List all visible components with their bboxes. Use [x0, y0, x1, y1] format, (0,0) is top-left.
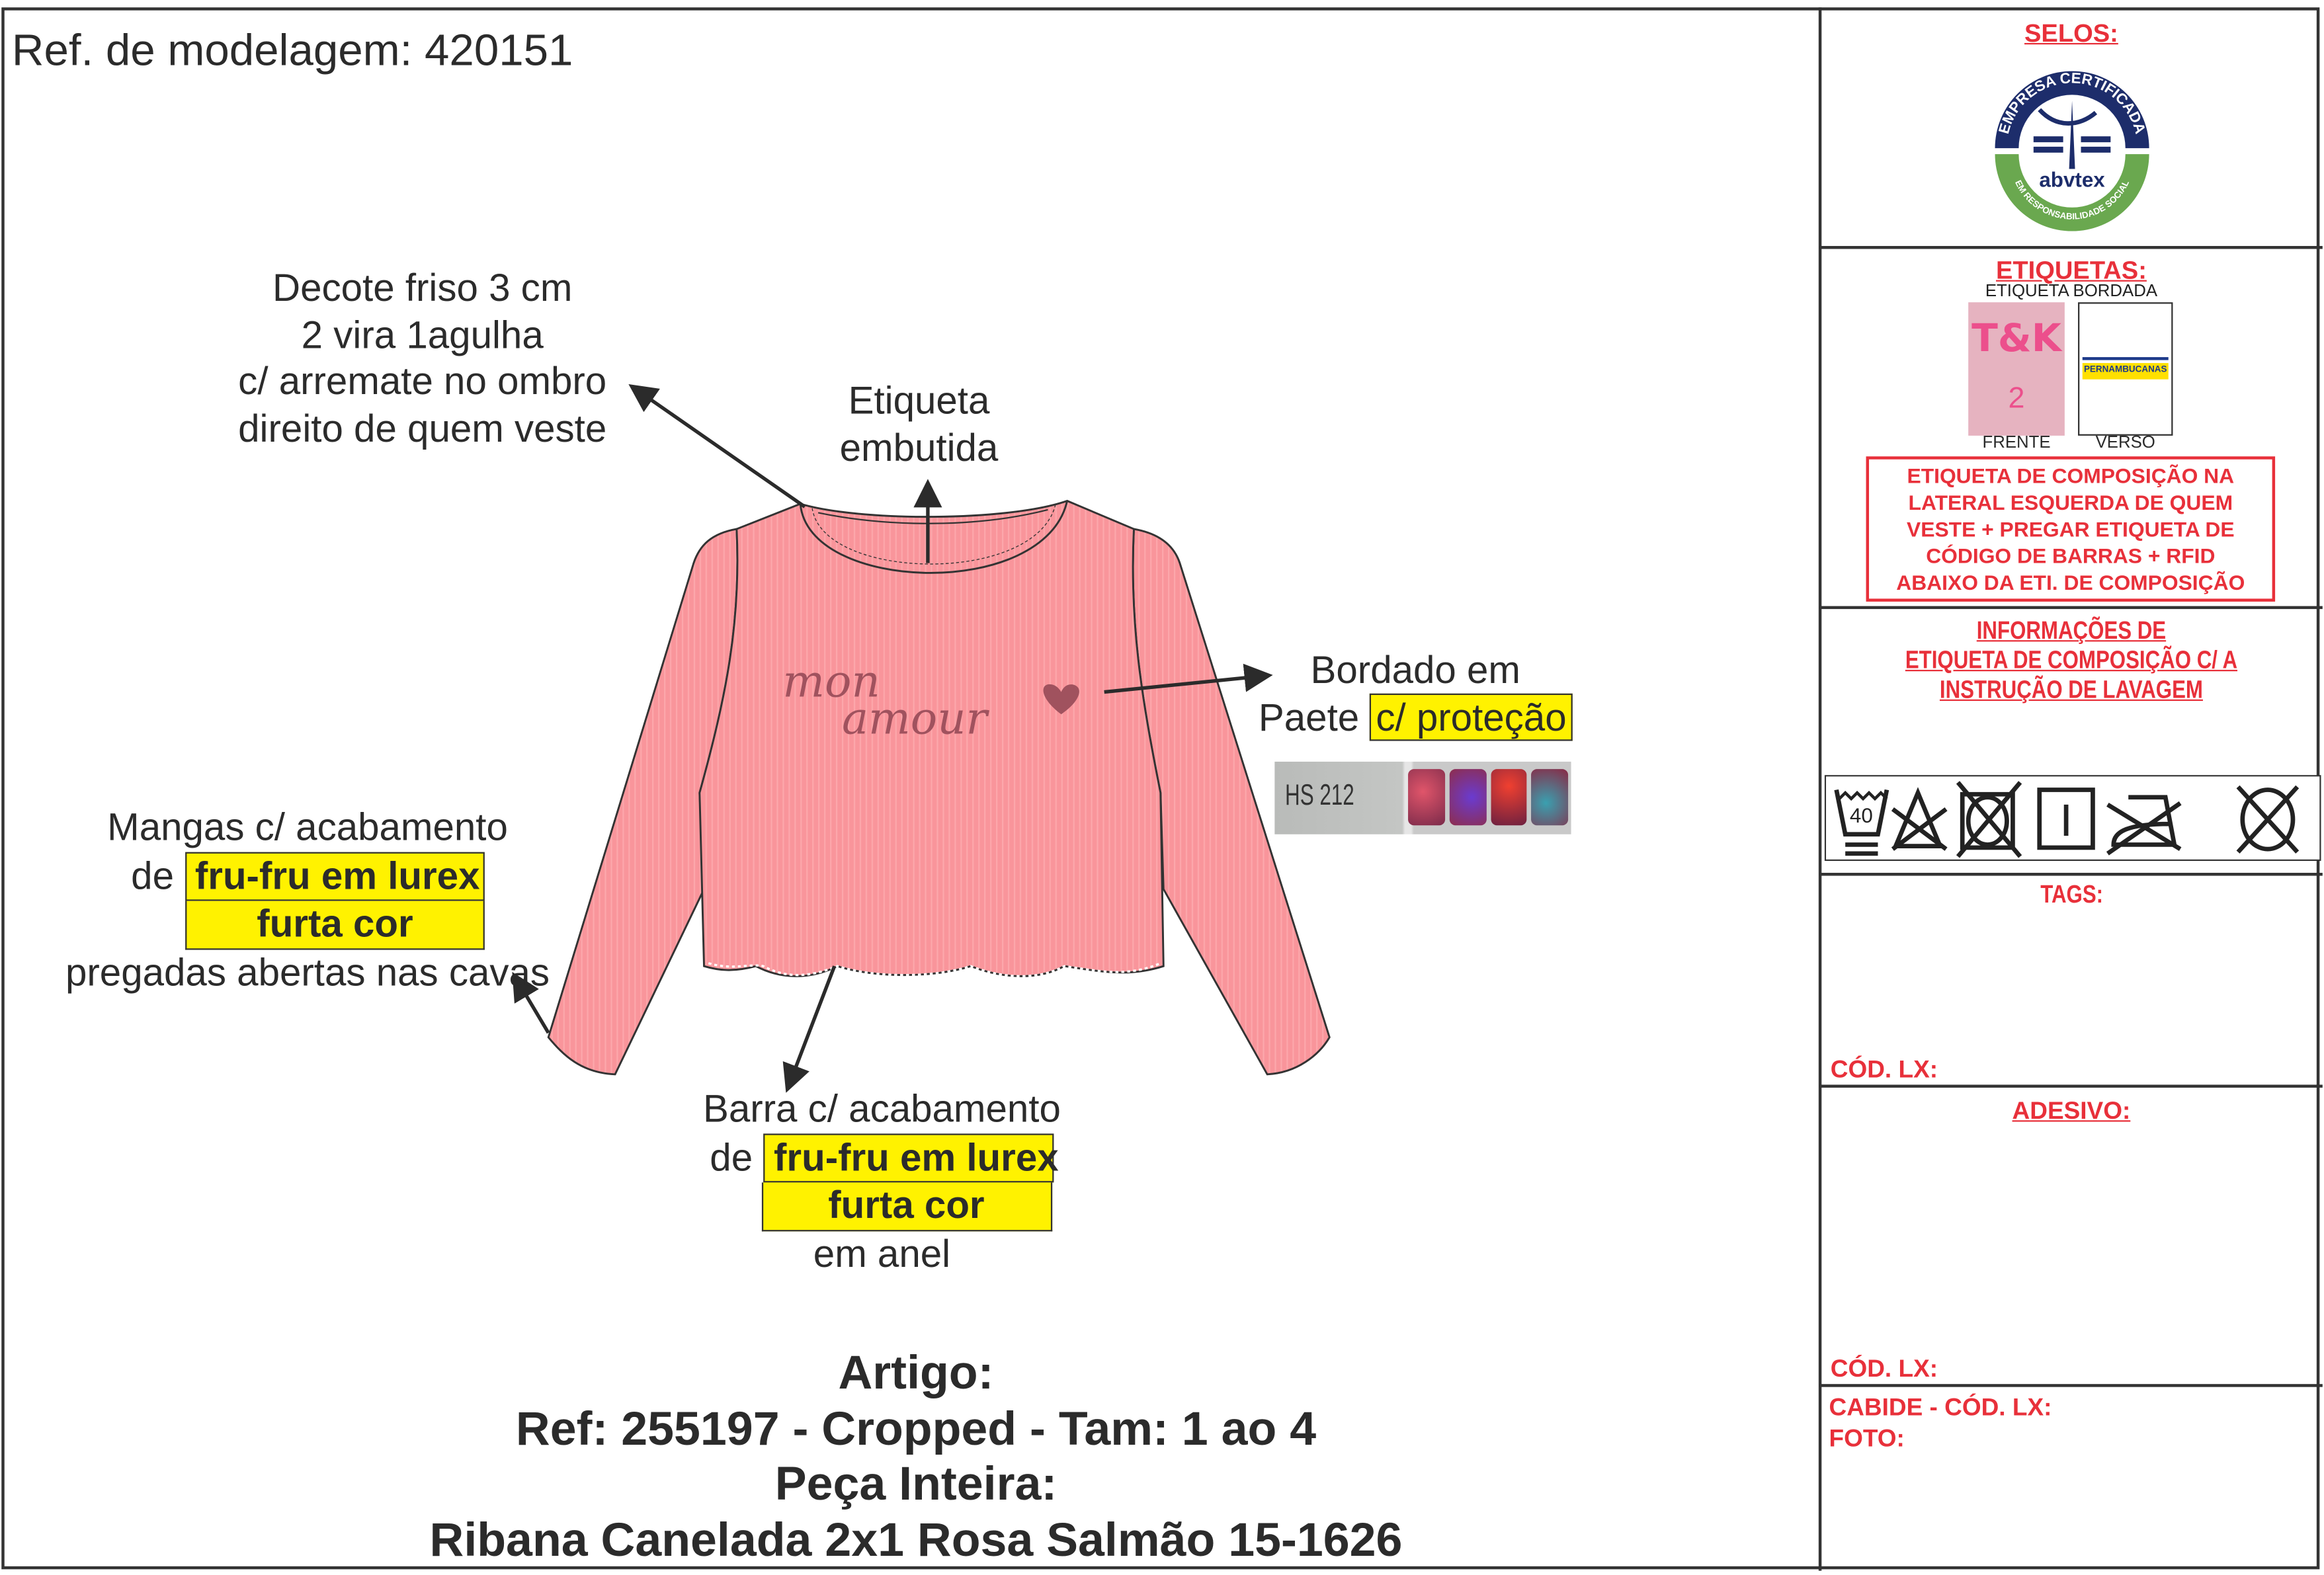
panel-divider-3 [1820, 873, 2323, 876]
garment-drawing: mon amour [512, 384, 1331, 1093]
sequin-sample-photo: HS 212 [1274, 761, 1571, 834]
adesivo-code: CÓD. LX: [1830, 1355, 1938, 1383]
selos-title: SELOS: [2024, 19, 2118, 48]
panel-divider-4 [1820, 1084, 2323, 1088]
embroidery-arrow [1104, 663, 1273, 694]
wash-40-gentle-icon: 40 [1834, 789, 1889, 856]
tags-code: CÓD. LX: [1830, 1056, 1938, 1084]
embroidered-print: mon amour [782, 655, 1079, 744]
sequin-swatches [1408, 769, 1569, 826]
neckline-arrow [628, 384, 806, 508]
hanger-section: CABIDE - CÓD. LX: FOTO: [1829, 1393, 2052, 1455]
panel-divider-5 [1820, 1384, 2323, 1387]
label-size: 2 [2008, 382, 2025, 415]
panel-divider-2 [1820, 606, 2323, 610]
tags-title: TAGS: [2040, 880, 2103, 909]
callout-arrows [512, 384, 1273, 1093]
back-caption: VERSO [2095, 434, 2155, 452]
care-symbols: 40 [1824, 775, 2321, 862]
hem-arrow [782, 965, 837, 1093]
article-fabric: Ribana Canelada 2x1 Rosa Salmão 15-1626 [429, 1513, 1403, 1566]
sleeve-arrow [512, 971, 550, 1034]
no-dry-clean-icon [2236, 785, 2300, 854]
tk-logo: T&K [1971, 317, 2061, 362]
no-iron-icon [2106, 795, 2182, 856]
sleeve-note: Mangas c/ acabamento de fru-fru em lurex… [65, 804, 550, 994]
no-tumble-dry-icon [1956, 781, 2022, 858]
front-caption: FRENTE [1982, 434, 2051, 452]
line-dry-icon [2037, 788, 2095, 850]
article-piece: Peça Inteira: [774, 1457, 1058, 1510]
panel-divider-1 [1820, 246, 2323, 249]
pernambucanas-logo: PERNAMBUCANAS [2082, 363, 2169, 380]
svg-text:abvtex: abvtex [2039, 168, 2105, 191]
adesivo-title: ADESIVO: [2012, 1098, 2131, 1125]
label-front: T&K 2 [1968, 302, 2065, 436]
label-back: PERNAMBUCANAS [2078, 302, 2173, 436]
model-ref: Ref. de modelagem: 420151 [11, 26, 573, 76]
panel-divider [1818, 7, 1822, 1571]
no-bleach-icon [1891, 787, 1948, 851]
body [698, 499, 1165, 978]
svg-text:40: 40 [1850, 804, 1873, 827]
abvtex-seal-logo: EMPRESA CERTIFICADA EM RESPONSABILIDADE … [1995, 69, 2149, 231]
embroidery-note: Bordado em Paete c/ proteção [1230, 647, 1600, 741]
sequin-code: HS 212 [1285, 779, 1354, 813]
heart-icon [1043, 684, 1079, 715]
article-ref: Ref: 255197 - Cropped - Tam: 1 ao 4 [515, 1402, 1317, 1455]
photo-label: FOTO: [1829, 1425, 1905, 1453]
svg-text:amour: amour [842, 692, 990, 744]
article-label: Artigo: [838, 1345, 994, 1399]
etiqueta-bordada-label: ETIQUETA BORDADA [1985, 283, 2158, 301]
etiquetas-title: ETIQUETAS: [1995, 256, 2147, 285]
hem-note: Barra c/ acabamento de fru-fru em lurex … [702, 1086, 1061, 1275]
hanger-code: CABIDE - CÓD. LX: [1829, 1394, 2052, 1422]
svg-text:mon: mon [782, 655, 880, 707]
